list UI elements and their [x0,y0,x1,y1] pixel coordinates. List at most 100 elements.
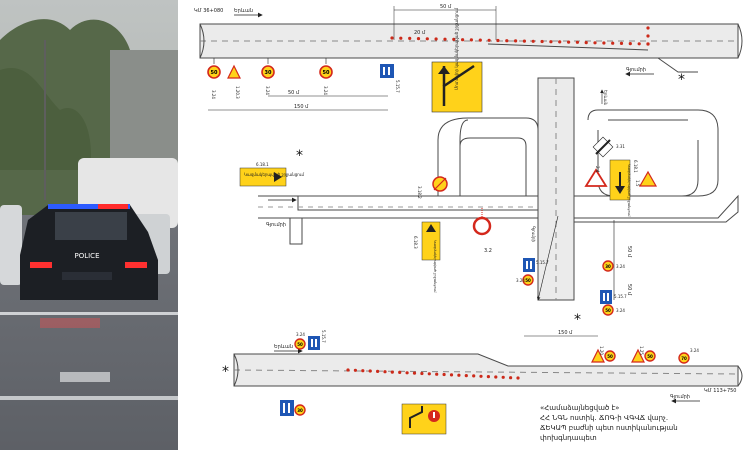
bottom-road [233,353,743,387]
sign-5-15-7-junction: 5.15.7 [536,260,549,265]
bottom-road-cone [420,371,424,376]
bottom-road-cone [376,369,380,373]
headlight-left [30,262,52,268]
asterisk-left: * [296,148,303,164]
warning-sign-top [227,64,241,79]
top-road-cone [593,41,597,45]
top-road-cone [452,37,456,42]
lane-sign-junction [523,258,535,272]
top-road-cone [637,42,641,46]
top-road-cone [584,41,588,45]
top-road-cone [522,39,526,43]
bottom-road-signs: 50 3.24 5.15.7 30 1.20 50 1.25 50 7 [280,330,699,435]
speed-limit-bottom-5-value: 70 [681,356,687,361]
bottom-road-centerline [233,369,739,375]
headlight-right [125,262,147,268]
speed-limit-3-value: 50 [323,70,330,76]
lane-sign-top [380,64,394,78]
bottom-road-cone [457,373,461,377]
top-road-cone [575,40,579,44]
bottom-road-cone [405,371,409,375]
speed-limit-2-value: 30 [265,70,272,76]
speed-limit-bottom-5 [678,352,690,364]
top-road-cone [558,40,562,44]
siren-blue [48,204,130,209]
dim-50-right2: 50 մ [626,284,632,296]
bottom-road-cone [501,375,505,379]
warning-sign-code: 1.20.3 [235,86,240,99]
top-road-cone [628,42,632,46]
junction-roads: * * [258,77,739,328]
top-road-cone [567,40,571,44]
speed-limit-1-value: 50 [211,70,218,76]
grille [62,272,112,280]
dir-right-bottom: Գյումրի [670,394,690,400]
speed-limit-bottom-2-value: 30 [297,408,303,413]
speed-limit-sign-1 [207,65,221,79]
speed-limit-right-b [602,304,614,316]
red-reflection [40,318,100,328]
speed-limit-bottom-3-value: 50 [607,354,613,359]
right-road [574,194,739,223]
top-road-cone [461,38,465,42]
give-way-sign [584,168,608,187]
stop-sign-code: 3.2 [484,248,492,254]
bottom-road-cone [449,373,454,377]
bottom-road-labels: * Երևան Գյումրի ԿՄ 113+750 150 մ [222,330,736,404]
speed-limit-bottom-1-code: 3.24 [296,332,305,337]
junction-signs: Գյումրի Կազմակերպված շրջանցում 6.18.1 3.… [239,89,658,316]
km-left: ԿՄ 36+080 [194,8,223,14]
top-road-break-right [737,23,743,59]
top-road-cone [611,41,615,45]
siren-red [98,204,128,209]
bottom-road-cone [361,369,365,373]
right-top-label: Երևան [603,90,608,106]
lane-sign-right [600,290,612,304]
speed-limit-bottom-5-code: 3.24 [690,348,699,353]
sign-3-18-2: 3.18.2 [417,186,422,199]
sign-1-25: 1.25 [639,346,644,355]
sign-1-5: 1.5 [635,180,640,187]
speed-limit-right-a [602,260,614,272]
lane-sign-bottom-2 [280,400,294,416]
sign-1-20: 1.20 [599,346,604,355]
loop-road-left-inner [459,137,527,196]
top-road-cone [443,37,447,41]
note-line-1: «Համաձայնեցված է» [540,404,620,412]
speed-limit-right-a-value: 30 [605,264,611,269]
bottom-road-cone [390,370,394,374]
loop-road-left-outer [437,117,539,196]
note-line-2: ՀՀ ՆԳՆ ոստիկ. ՃՈԳ-ի ՎԳՎՃ վարչ. [540,414,669,422]
bottom-road-cone [494,375,498,379]
right-detour-code: 6.18.1 [633,160,638,173]
bottom-road-cone [368,369,372,373]
no-entry-sign [472,216,492,236]
speed-limit-junction [522,274,534,286]
scheme-svg: ԿՄ 36+080 Երևան Գյումրի * 50 մ 20 մ 50 մ… [194,4,743,435]
sign-2-4: 2.4 [595,166,600,173]
top-road-cone [505,39,509,43]
km-right: ԿՄ 113+750 [704,388,736,394]
speed-limit-sign-3 [319,65,333,79]
top-road-cones [390,26,650,46]
speed-limit-bottom-4-value: 50 [647,354,653,359]
top-road-cone [496,38,500,43]
dim-50-right: 50 մ [626,246,632,258]
bottom-road-cone [464,374,468,378]
speed-limit-sign-2 [261,65,275,79]
top-road-cone [425,37,429,41]
speed-limit-right-b-code: 3.24 [616,308,625,313]
left-arrow-label: Գյումրի [266,222,286,228]
top-road-cone [514,39,518,43]
asterisk-junction: * [574,312,581,328]
top-road-cone [434,37,438,41]
dir-left-top: Երևան [234,8,253,14]
left-detour-code: 6.18.1 [256,162,269,167]
bottom-road-cone [435,372,439,376]
top-road-end-cone [646,26,650,30]
warning-sign-bottom-2 [631,348,645,363]
speed-limit-1-code: 3.24 [211,90,216,99]
bottom-road-cone [516,376,520,380]
dim-150-bottom: 150 մ [558,330,573,336]
top-road-cone [416,37,421,41]
